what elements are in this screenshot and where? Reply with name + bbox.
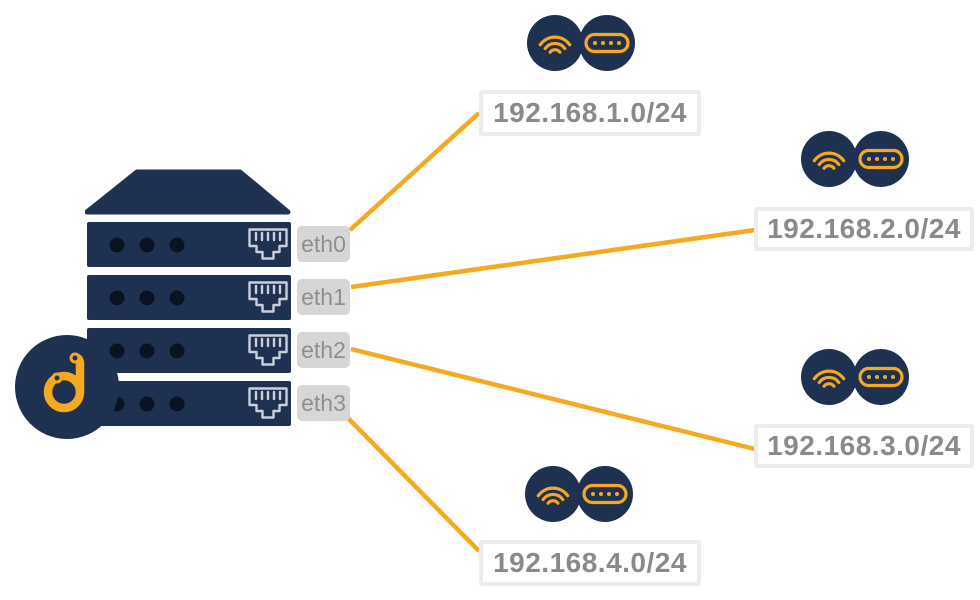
interface-label-eth3: eth3 <box>297 385 350 421</box>
subnet-cidr: 192.168.3.0/24 <box>767 430 961 461</box>
router-icon <box>582 483 628 505</box>
wifi-router-icon <box>801 131 909 187</box>
interface-label-eth0: eth0 <box>297 226 350 262</box>
connection-line-eth3 <box>341 411 481 553</box>
interface-label-text: eth1 <box>301 283 346 310</box>
subnet-label-4: 192.168.4.0/24 <box>479 540 701 586</box>
rack-server-icon <box>85 169 291 426</box>
wifi-router-icon <box>527 15 635 71</box>
subnet-cidr: 192.168.4.0/24 <box>493 547 687 578</box>
wifi-router-icon <box>525 466 633 522</box>
interface-label-eth1: eth1 <box>297 279 350 315</box>
ethernet-port-icon <box>248 334 288 366</box>
subnet-label-2: 192.168.2.0/24 <box>754 207 974 251</box>
server-unit <box>87 275 291 320</box>
subnet-label-1: 192.168.1.0/24 <box>479 90 701 136</box>
interface-label-text: eth3 <box>301 389 346 416</box>
wifi-icon <box>536 486 570 505</box>
server-roof <box>85 169 291 215</box>
interface-label-text: eth2 <box>301 336 346 363</box>
wifi-icon <box>812 369 846 388</box>
connection-line-eth2 <box>350 346 756 452</box>
wifi-icon <box>538 35 572 54</box>
server-unit <box>87 381 291 426</box>
subnet-cidr: 192.168.2.0/24 <box>767 213 961 244</box>
ethernet-port-icon <box>248 281 288 313</box>
subnet-label-3: 192.168.3.0/24 <box>754 424 974 468</box>
connection-line-eth0 <box>348 111 481 232</box>
connection-line-eth1 <box>350 227 756 290</box>
wifi-icon <box>812 151 846 170</box>
server-unit <box>87 328 291 373</box>
ethernet-port-icon <box>248 387 288 419</box>
ethernet-port-icon <box>248 228 288 260</box>
logo-letter-d <box>43 352 85 413</box>
router-icon <box>858 366 904 388</box>
subnet-cidr: 192.168.1.0/24 <box>493 97 687 128</box>
interface-label-text: eth0 <box>301 230 346 257</box>
router-icon <box>584 32 630 54</box>
wifi-router-icon <box>801 349 909 405</box>
server-unit <box>87 222 291 267</box>
interface-label-eth2: eth2 <box>297 332 350 368</box>
router-icon <box>858 148 904 170</box>
d-logo-circle <box>15 335 119 439</box>
